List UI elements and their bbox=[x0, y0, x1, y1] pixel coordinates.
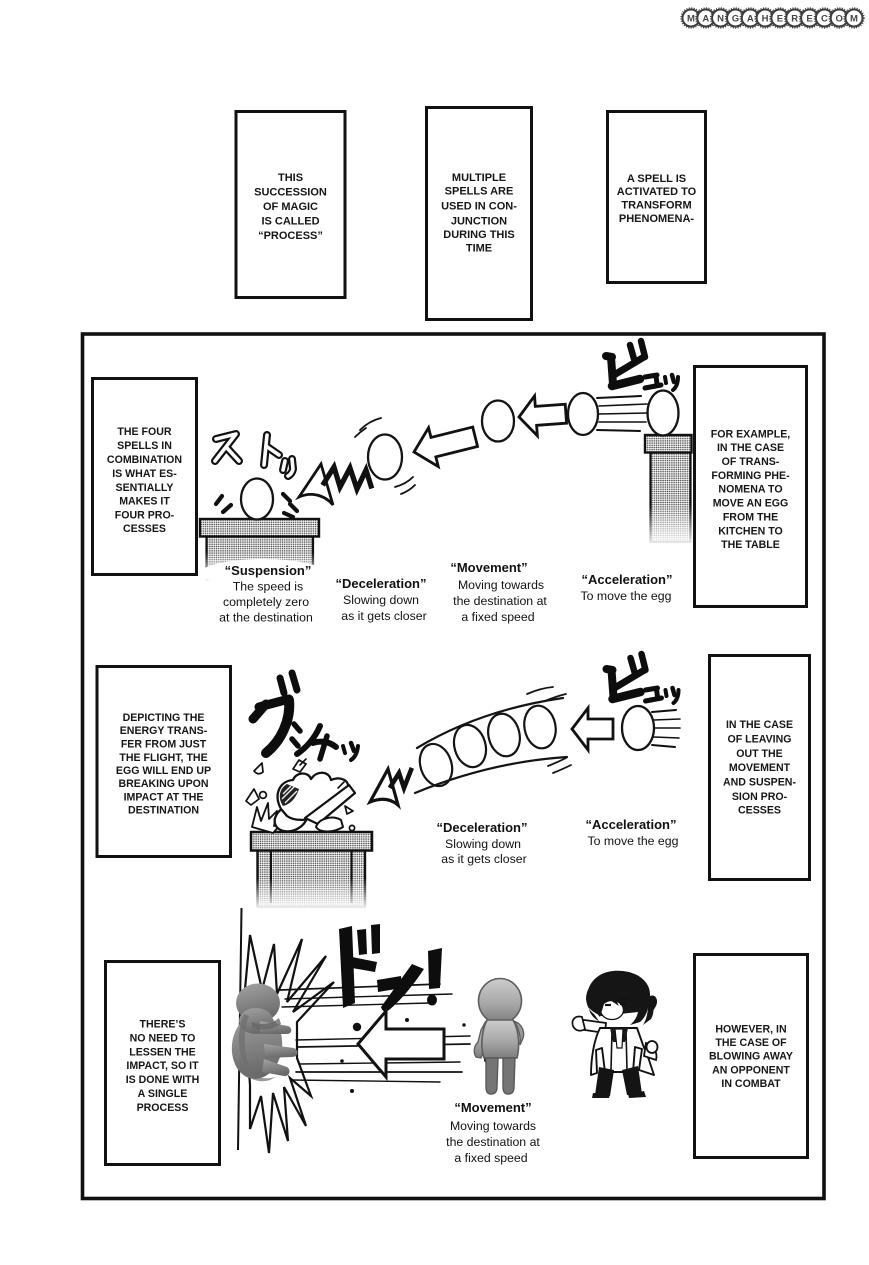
svg-text:SUCCESSION: SUCCESSION bbox=[254, 187, 327, 199]
svg-text:A SINGLE: A SINGLE bbox=[138, 1088, 188, 1100]
svg-text:The speed is: The speed is bbox=[233, 580, 303, 594]
svg-text:PHENOMENA-: PHENOMENA- bbox=[619, 213, 695, 225]
svg-text:NO NEED TO: NO NEED TO bbox=[130, 1033, 196, 1045]
svg-text:“Deceleration”: “Deceleration” bbox=[335, 576, 426, 591]
svg-text:EGG WILL END UP: EGG WILL END UP bbox=[116, 765, 211, 777]
svg-text:JUNCTION: JUNCTION bbox=[451, 216, 507, 228]
svg-text:“PROCESS”: “PROCESS” bbox=[258, 230, 323, 242]
svg-text:PROCESS: PROCESS bbox=[137, 1102, 189, 1114]
svg-text:the destination at: the destination at bbox=[446, 1135, 540, 1149]
svg-text:G: G bbox=[732, 14, 739, 25]
svg-text:CESSES: CESSES bbox=[738, 805, 781, 817]
svg-text:E: E bbox=[777, 14, 783, 25]
svg-text:“Deceleration”: “Deceleration” bbox=[436, 820, 527, 835]
svg-text:MOVEMENT: MOVEMENT bbox=[729, 762, 791, 774]
svg-text:a fixed speed: a fixed speed bbox=[461, 610, 534, 624]
svg-text:BLOWING AWAY: BLOWING AWAY bbox=[709, 1051, 793, 1063]
svg-text:DESTINATION: DESTINATION bbox=[128, 805, 199, 817]
svg-text:USED IN CON-: USED IN CON- bbox=[441, 201, 517, 213]
svg-text:DURING THIS: DURING THIS bbox=[443, 229, 515, 241]
svg-text:NOMENA TO: NOMENA TO bbox=[718, 484, 782, 496]
svg-text:MULTIPLE: MULTIPLE bbox=[452, 172, 506, 184]
svg-text:“Acceleration”: “Acceleration” bbox=[585, 817, 676, 832]
svg-text:completely zero: completely zero bbox=[223, 595, 309, 609]
svg-text:SPELLS ARE: SPELLS ARE bbox=[445, 186, 514, 198]
svg-text:CESSES: CESSES bbox=[123, 523, 166, 535]
svg-text:THIS: THIS bbox=[278, 172, 303, 184]
svg-text:IN THE CASE: IN THE CASE bbox=[726, 719, 793, 731]
svg-text:at the destination: at the destination bbox=[219, 611, 313, 625]
svg-text:TRANSFORM: TRANSFORM bbox=[621, 200, 691, 212]
svg-text:H: H bbox=[762, 14, 769, 25]
svg-text:A: A bbox=[747, 14, 754, 25]
svg-text:IMPACT AT THE: IMPACT AT THE bbox=[124, 792, 204, 804]
svg-text:M: M bbox=[687, 14, 695, 25]
svg-text:“Suspension”: “Suspension” bbox=[225, 563, 312, 578]
svg-text:ACTIVATED TO: ACTIVATED TO bbox=[617, 186, 697, 198]
svg-text:a fixed speed: a fixed speed bbox=[454, 1151, 527, 1165]
svg-text:OF LEAVING: OF LEAVING bbox=[728, 734, 792, 746]
svg-text:SPELLS IN: SPELLS IN bbox=[117, 440, 172, 452]
svg-text:A: A bbox=[702, 14, 709, 25]
svg-text:LESSEN THE: LESSEN THE bbox=[129, 1047, 196, 1059]
svg-text:THE FOUR: THE FOUR bbox=[117, 426, 171, 438]
svg-text:DEPICTING THE: DEPICTING THE bbox=[123, 712, 205, 724]
svg-text:OF MAGIC: OF MAGIC bbox=[263, 201, 318, 213]
svg-text:Moving towards: Moving towards bbox=[450, 1119, 536, 1133]
svg-text:Slowing down: Slowing down bbox=[445, 837, 521, 851]
svg-text:HOWEVER, IN: HOWEVER, IN bbox=[715, 1024, 786, 1036]
svg-text:FROM THE: FROM THE bbox=[723, 512, 778, 524]
svg-text:N: N bbox=[717, 14, 724, 25]
svg-text:as it gets closer: as it gets closer bbox=[341, 609, 426, 623]
svg-text:THE TABLE: THE TABLE bbox=[721, 539, 780, 551]
svg-text:SENTIALLY: SENTIALLY bbox=[116, 482, 174, 494]
svg-text:as it gets closer: as it gets closer bbox=[441, 852, 526, 866]
svg-text:FER FROM JUST: FER FROM JUST bbox=[121, 739, 207, 751]
svg-text:“Acceleration”: “Acceleration” bbox=[581, 572, 672, 587]
svg-text:M: M bbox=[850, 14, 858, 25]
svg-text:To move the egg: To move the egg bbox=[588, 834, 679, 848]
svg-text:OF TRANS-: OF TRANS- bbox=[722, 456, 780, 468]
svg-text:ENERGY TRANS-: ENERGY TRANS- bbox=[120, 725, 208, 737]
svg-text:To move the egg: To move the egg bbox=[581, 589, 672, 603]
svg-text:AN OPPONENT: AN OPPONENT bbox=[712, 1065, 790, 1077]
svg-text:FORMING PHE-: FORMING PHE- bbox=[711, 470, 790, 482]
svg-text:FOUR PRO-: FOUR PRO- bbox=[115, 510, 175, 522]
svg-text:TIME: TIME bbox=[466, 243, 492, 255]
svg-text:“Movement”: “Movement” bbox=[450, 560, 527, 575]
svg-text:FOR EXAMPLE,: FOR EXAMPLE, bbox=[711, 429, 791, 441]
svg-text:THE CASE OF: THE CASE OF bbox=[715, 1037, 787, 1049]
svg-text:Moving towards: Moving towards bbox=[458, 578, 544, 592]
svg-text:THERE’S: THERE’S bbox=[140, 1019, 186, 1031]
svg-text:R: R bbox=[791, 14, 798, 25]
svg-text:BREAKING UPON: BREAKING UPON bbox=[118, 778, 208, 790]
svg-text:O: O bbox=[836, 14, 843, 25]
svg-text:IMPACT, SO IT: IMPACT, SO IT bbox=[126, 1060, 199, 1072]
svg-text:IS WHAT ES-: IS WHAT ES- bbox=[112, 468, 177, 480]
svg-text:AND SUSPEN-: AND SUSPEN- bbox=[723, 777, 796, 789]
svg-text:IN COMBAT: IN COMBAT bbox=[721, 1078, 781, 1090]
svg-text:OUT THE: OUT THE bbox=[736, 748, 783, 760]
svg-text:the destination at: the destination at bbox=[453, 594, 547, 608]
svg-text:Slowing down: Slowing down bbox=[343, 593, 419, 607]
svg-text:IS CALLED: IS CALLED bbox=[261, 216, 319, 228]
svg-text:IN THE CASE: IN THE CASE bbox=[717, 442, 784, 454]
svg-text:MAKES IT: MAKES IT bbox=[119, 496, 170, 508]
svg-text:A SPELL IS: A SPELL IS bbox=[627, 173, 686, 185]
svg-text:C: C bbox=[821, 14, 828, 25]
svg-text:E: E bbox=[806, 14, 812, 25]
svg-text:THE FLIGHT, THE: THE FLIGHT, THE bbox=[119, 752, 207, 764]
svg-text:SION PRO-: SION PRO- bbox=[732, 791, 788, 803]
svg-text:KITCHEN TO: KITCHEN TO bbox=[718, 526, 783, 538]
svg-text:MOVE AN EGG: MOVE AN EGG bbox=[713, 498, 789, 510]
svg-text:IS DONE WITH: IS DONE WITH bbox=[126, 1074, 200, 1086]
svg-text:COMBINATION: COMBINATION bbox=[107, 454, 182, 466]
svg-text:“Movement”: “Movement” bbox=[454, 1100, 531, 1115]
